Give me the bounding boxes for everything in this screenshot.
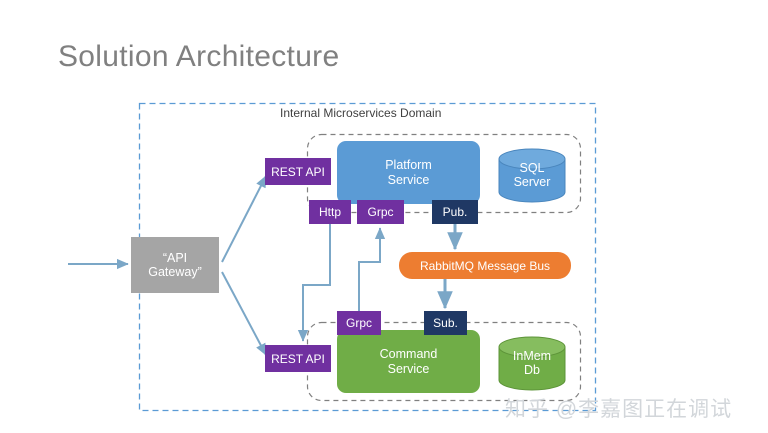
rest-api-top-badge[interactable]: REST API — [265, 158, 331, 185]
api-gateway-line1: “API — [162, 250, 188, 265]
rest-api-bottom-badge[interactable]: REST API — [265, 345, 331, 372]
http-endpoint-badge[interactable]: Http — [309, 200, 351, 224]
watermark: 知乎 @李嘉图正在调试 — [505, 398, 733, 421]
internal-domain-label: Internal Microservices Domain — [280, 106, 442, 120]
platform-service-node[interactable]: Platform Service — [337, 141, 480, 204]
command-service-node[interactable]: Command Service — [337, 330, 480, 393]
gateway-to-rest-api-bottom-arrow — [221, 271, 267, 356]
platform-service-line2: Service — [387, 172, 430, 187]
command-service-line2: Service — [387, 361, 430, 376]
api-gateway-line2: Gateway” — [148, 265, 202, 279]
gateway-to-rest-api-top-arrow — [221, 175, 267, 263]
inmem-db-cylinder — [498, 336, 566, 391]
api-gateway-node[interactable]: “API Gateway” — [131, 237, 219, 293]
rabbitmq-message-bus-node[interactable]: RabbitMQ Message Bus — [399, 252, 571, 279]
grpc-top-endpoint-badge[interactable]: Grpc — [357, 200, 404, 224]
page-title: Solution Architecture — [58, 40, 340, 73]
platform-service-line1: Platform — [385, 158, 432, 173]
publisher-badge[interactable]: Pub. — [432, 200, 478, 224]
grpc-bottom-endpoint-badge[interactable]: Grpc — [337, 311, 381, 335]
http-to-rest-api-bottom-arrow — [297, 224, 331, 342]
grpc-bottom-to-grpc-top-arrow — [358, 227, 386, 311]
subscriber-badge[interactable]: Sub. — [424, 311, 467, 335]
command-service-line1: Command — [379, 347, 438, 362]
sql-server-cylinder — [498, 148, 566, 203]
